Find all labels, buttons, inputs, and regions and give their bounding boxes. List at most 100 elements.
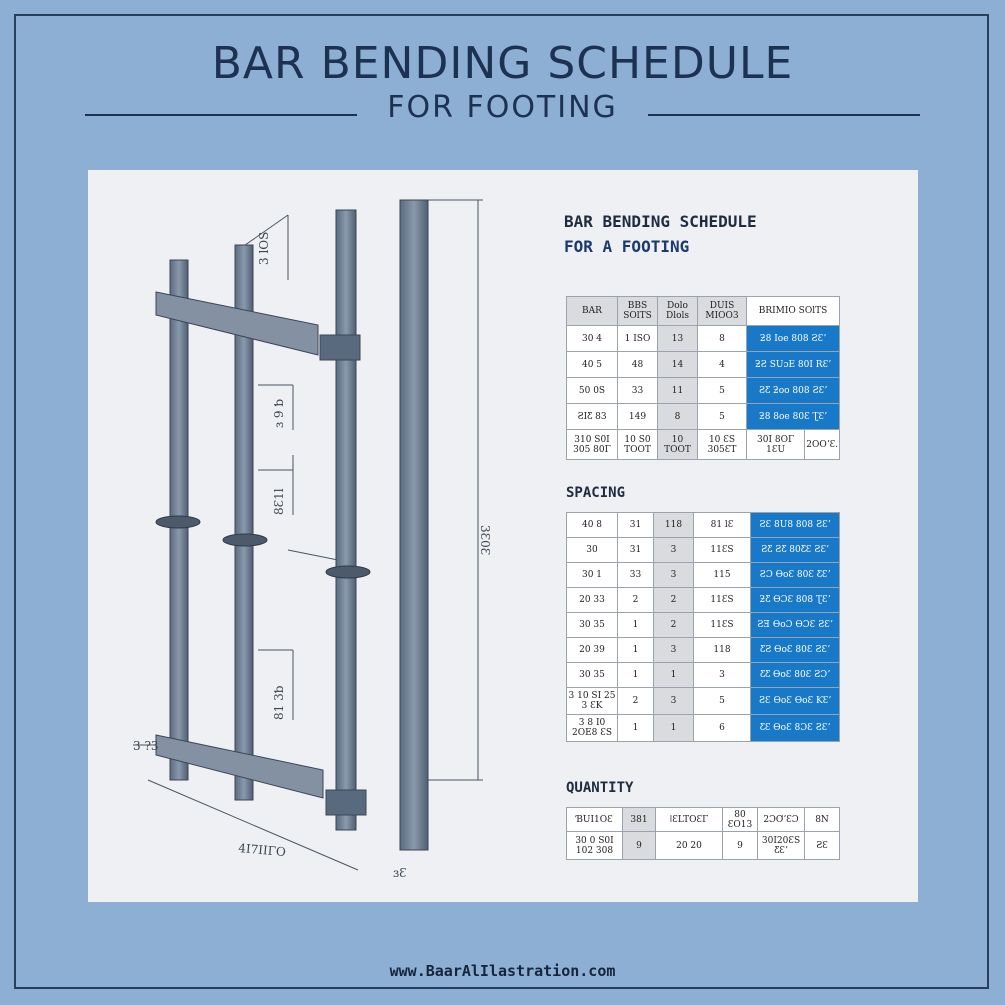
table-cell: 80 ƐO13 bbox=[722, 807, 758, 832]
table-cell: 11 bbox=[657, 377, 698, 404]
table-cell: ǀƐLTOƐΓ bbox=[655, 807, 723, 832]
table-cell: 1 bbox=[617, 714, 654, 742]
table-cell: 30 bbox=[566, 537, 618, 563]
table-cell: ƸƧ ƟoƐ 80Ɛ ƧƐʼ bbox=[750, 637, 840, 663]
table-row: 30 0 S0I 102 308 9 20 20 9 30I20ƐS ƸƐʼ Ƨ… bbox=[566, 831, 840, 860]
table-cell: 33 bbox=[617, 377, 658, 404]
table-cell: 81 lƐ bbox=[693, 512, 751, 538]
table-cell: ƧƸ ƻoo 808 ƧƐʼ bbox=[746, 377, 840, 404]
table-cell: 40 8 bbox=[566, 512, 618, 538]
table-cell: 8N bbox=[804, 807, 840, 832]
table-cell: ƸƐ ƟoƐ 8ƆƐ ƧƐʼ bbox=[750, 714, 840, 742]
table-cell: 5 bbox=[697, 377, 747, 404]
table-cell: 3 bbox=[653, 562, 694, 588]
dim-label-1: 3 lOS bbox=[257, 232, 271, 265]
table-cell: 8 bbox=[657, 403, 698, 430]
table-row: 30 31 3 11ƐS ƧƸ ƧƸ 80ƸƐ ƧƐʼ bbox=[566, 537, 840, 563]
table-row: ƧIƸ 83 149 8 5 ƻ8 8oe 80Ɛ ƮƐʼ bbox=[566, 403, 840, 430]
table-cell: 10 TOOT bbox=[657, 429, 698, 460]
quantity-table: ƁUI1OƐ 381 ǀƐLTOƐΓ 80 ƐO13 2ƆƠʼƐƆ 8N 30 … bbox=[566, 807, 840, 860]
top-bracket bbox=[319, 334, 361, 361]
table-cell: 48 bbox=[617, 351, 658, 378]
table-cell: 118 bbox=[693, 637, 751, 663]
schedule-table: BAR BBS SOlTS Dolo Dlols DUIS MIOO3 BRIM… bbox=[566, 296, 840, 460]
schedule-header-cell: DUIS MIOO3 bbox=[697, 296, 747, 326]
panel-title: BAR BENDING SCHEDULE bbox=[564, 212, 757, 231]
table-cell: 118 bbox=[653, 512, 694, 538]
table-cell: ƧƎ ƟoƆ ƟƆƐ ƧƐʼ bbox=[750, 612, 840, 638]
table-cell: ƻƧ SUɔE 80I RƐʼ bbox=[746, 351, 840, 378]
table-cell: 3 bbox=[653, 687, 694, 715]
top-tie-bar bbox=[155, 291, 319, 356]
table-cell: 1 bbox=[653, 662, 694, 688]
table-cell: 2 bbox=[653, 612, 694, 638]
dimension-lines bbox=[133, 199, 483, 871]
quantity-title: QUANTITY bbox=[566, 780, 634, 796]
schedule-header-cell: BRIMIO SOlTS bbox=[746, 296, 840, 326]
table-cell: ƧƸ ƧƸ 80ƸƐ ƧƐʼ bbox=[750, 537, 840, 563]
page-subtitle: FOR FOOTING bbox=[387, 90, 618, 125]
rebar-cage-drawing: 3 lOS ɜ 9 ƅ 8Ɛ1l 81 3ƅ 3 ?3 3Ɛ0Ɛ 4I7IIΓΟ… bbox=[133, 199, 492, 880]
content-panel: 3 lOS ɜ 9 ƅ 8Ɛ1l 81 3ƅ 3 ?3 3Ɛ0Ɛ 4I7IIΓΟ… bbox=[88, 170, 918, 902]
dim-label-4: 81 3ƅ bbox=[272, 685, 286, 720]
table-row: 30 35 1 2 11ƐS ƧƎ ƟoƆ ƟƆƐ ƧƐʼ bbox=[566, 612, 840, 638]
outer-frame bbox=[14, 14, 989, 989]
table-cell: ƸƸ ƟoƐ 80Ɛ ƧƆʼ bbox=[750, 662, 840, 688]
subtitle-row: FOR FOOTING bbox=[85, 90, 920, 126]
table-cell: ƧƐ ƟoƐ ƟoƐ ƘƐʼ bbox=[750, 687, 840, 715]
table-cell: 14 bbox=[657, 351, 698, 378]
vertical-bar-2 bbox=[234, 244, 254, 801]
dim-label-5: 3 ?3 bbox=[133, 739, 159, 753]
table-cell: ƧƐ 8U8 808 ƧƐʼ bbox=[750, 512, 840, 538]
bottom-bracket bbox=[325, 789, 367, 816]
table-cell: 3 8 I0 2OE8 ƐS bbox=[566, 714, 618, 742]
table-row: 30 35 1 1 3 ƸƸ ƟoƐ 80Ɛ ƧƆʼ bbox=[566, 662, 840, 688]
table-cell: ƁUI1OƐ bbox=[566, 807, 623, 832]
table-cell: 115 bbox=[693, 562, 751, 588]
bottom-tie-bar bbox=[155, 734, 324, 799]
table-cell: 381 bbox=[622, 807, 656, 832]
table-cell: 11ƐS bbox=[693, 537, 751, 563]
dim-label-6: 3Ɛ0Ɛ bbox=[478, 525, 492, 555]
table-row: 20 33 2 2 11ƐS ƻƸ ƟƆƐ 808 ƮƐʼ bbox=[566, 587, 840, 613]
table-cell: 2OOʼƐ. bbox=[804, 429, 840, 460]
table-cell: 1 bbox=[617, 662, 654, 688]
table-cell: 5 bbox=[697, 403, 747, 430]
table-cell: 1 bbox=[617, 637, 654, 663]
table-cell: ƻƸ ƟƆƐ 808 ƮƐʼ bbox=[750, 587, 840, 613]
table-cell: 9 bbox=[722, 831, 758, 860]
vertical-bar-4 bbox=[399, 199, 429, 851]
table-cell: 30 35 bbox=[566, 662, 618, 688]
dim-label-3: 8Ɛ1l bbox=[272, 488, 286, 515]
table-cell: 31 bbox=[617, 512, 654, 538]
dim-label-8: ɜƐ bbox=[393, 866, 407, 880]
table-cell: ƻ8 8oe 80Ɛ ƮƐʼ bbox=[746, 403, 840, 430]
table-cell: 5 bbox=[693, 687, 751, 715]
table-cell: ƧƐ bbox=[804, 831, 840, 860]
bar-clips bbox=[155, 515, 371, 579]
subtitle-rule-left bbox=[85, 114, 357, 116]
table-cell: 3 bbox=[653, 637, 694, 663]
table-cell: 2 bbox=[653, 587, 694, 613]
table-cell: 2ƆƠʼƐƆ bbox=[757, 807, 805, 832]
table-cell: 50 0S bbox=[566, 377, 618, 404]
table-cell: 3 bbox=[653, 537, 694, 563]
table-cell: 11ƐS bbox=[693, 612, 751, 638]
schedule-header-cell: BAR bbox=[566, 296, 618, 326]
spacing-title: SPACING bbox=[566, 485, 626, 501]
table-row: 3 10 SI 25 3 ƐK 2 3 5 ƧƐ ƟoƐ ƟoƐ ƘƐʼ bbox=[566, 687, 840, 715]
footer-url[interactable]: www.BaarAlIlastration.com bbox=[389, 962, 616, 980]
spacing-table: 40 8 31 118 81 lƐ ƧƐ 8U8 808 ƧƐʼ 30 31 3… bbox=[566, 512, 840, 742]
vertical-bar-3 bbox=[335, 209, 357, 831]
table-cell: 30 4 bbox=[566, 325, 618, 352]
table-cell: 31 bbox=[617, 537, 654, 563]
table-cell: ƧƆ ƟoƐ 80Ɛ ƸƐʼ bbox=[750, 562, 840, 588]
table-cell: 9 bbox=[622, 831, 656, 860]
table-cell: 30 0 S0I 102 308 bbox=[566, 831, 623, 860]
table-cell: ƧIƸ 83 bbox=[566, 403, 618, 430]
subtitle-rule-right bbox=[648, 114, 920, 116]
table-row: 3 8 I0 2OE8 ƐS 1 1 6 ƸƐ ƟoƐ 8ƆƐ ƧƐʼ bbox=[566, 714, 840, 742]
table-cell: 30 1 bbox=[566, 562, 618, 588]
table-cell: 1 bbox=[653, 714, 694, 742]
table-cell: 8 bbox=[697, 325, 747, 352]
